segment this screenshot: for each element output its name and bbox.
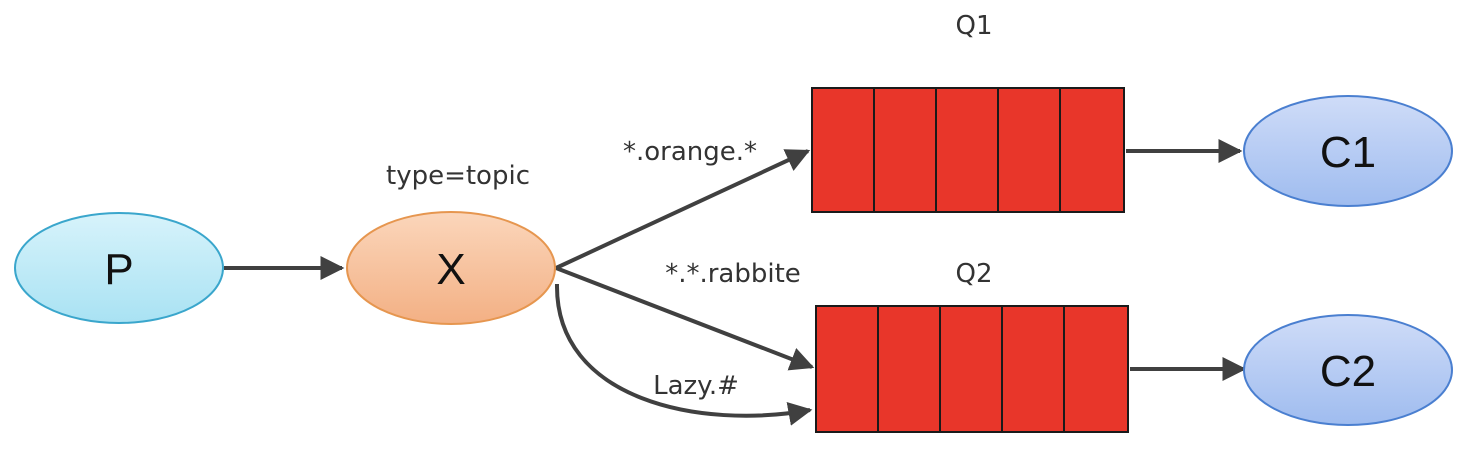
binding-rabbit-label: *.*.rabbite — [665, 259, 801, 289]
consumer-c2-label: C2 — [1320, 347, 1376, 396]
queue-q1-cell — [811, 87, 875, 213]
consumer-c2-node: C2 — [1243, 314, 1453, 426]
queue-q2-cell — [939, 305, 1003, 433]
queue-q1-cell — [997, 87, 1061, 213]
queue-q2-cell — [1001, 305, 1065, 433]
queue-q1-label: Q1 — [955, 11, 992, 41]
queue-q1-cell — [1059, 87, 1125, 213]
producer-node: P — [14, 212, 224, 324]
queue-q1 — [811, 87, 1125, 213]
exchange-type-label: type=topic — [386, 161, 530, 191]
queue-q1-cell — [935, 87, 999, 213]
exchange-node: X — [346, 211, 556, 325]
binding-orange-label: *.orange.* — [623, 137, 757, 167]
consumer-c1-label: C1 — [1320, 128, 1376, 177]
queue-q1-cell — [873, 87, 937, 213]
producer-label: P — [104, 245, 133, 294]
exchange-label: X — [436, 245, 465, 294]
queue-q2-cell — [815, 305, 879, 433]
queue-q2-label: Q2 — [955, 259, 992, 289]
queue-q2-cell — [877, 305, 941, 433]
edge-x-to-q2-lazy — [554, 283, 813, 426]
queue-q2-cell — [1063, 305, 1129, 433]
edge-x-to-q2 — [555, 266, 815, 371]
consumer-c1-node: C1 — [1243, 95, 1453, 207]
edge-x-to-q1 — [555, 149, 811, 270]
binding-lazy-label: Lazy.# — [653, 371, 739, 401]
queue-q2 — [815, 305, 1129, 433]
